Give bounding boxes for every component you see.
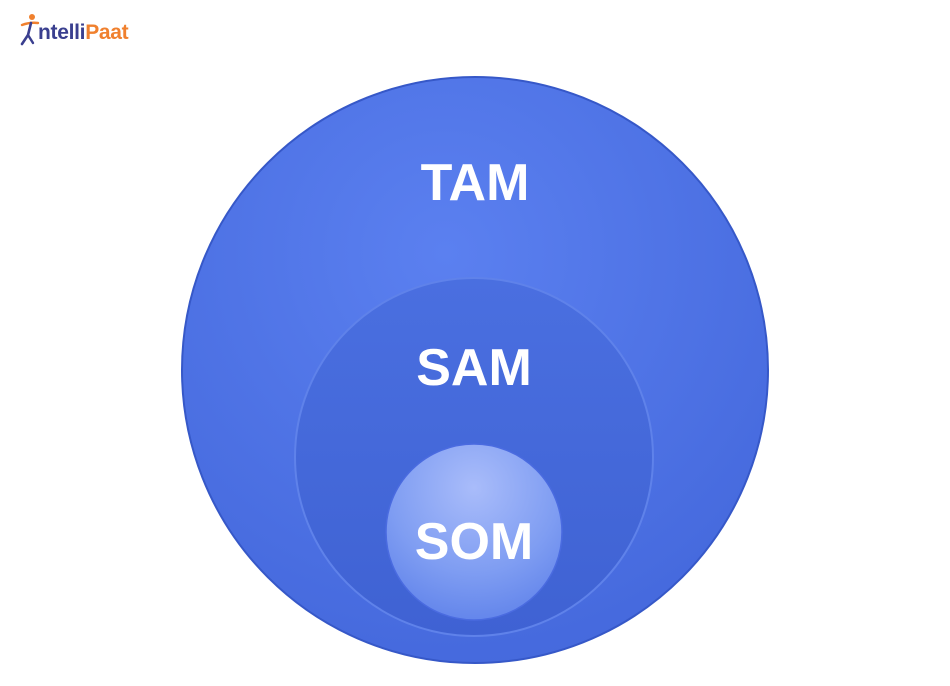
som-circle [385, 443, 563, 621]
person-icon [20, 14, 40, 46]
logo-wordmark: ntelliPaat [38, 21, 129, 45]
intellipaat-logo: ntelliPaat [18, 10, 129, 50]
sam-label: SAM [416, 339, 532, 397]
logo-text-accent: Paat [85, 21, 129, 44]
logo-text-primary: ntelli [38, 21, 86, 44]
tam-label: TAM [421, 154, 530, 212]
som-label: SOM [415, 513, 533, 571]
